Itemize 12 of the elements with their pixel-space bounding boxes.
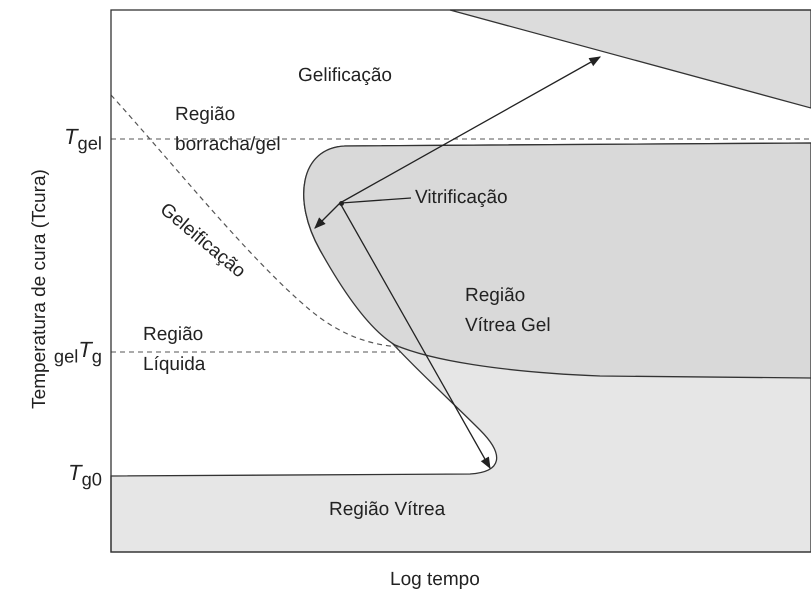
tick-label: T$_{gel}$ xyxy=(63,123,102,156)
region-label: Região Vítrea xyxy=(329,498,446,522)
region-label: Gelificação xyxy=(298,64,392,88)
region-label: Região Líquida xyxy=(143,323,206,377)
region-label: Região borracha/gel xyxy=(175,103,282,157)
leader-line xyxy=(342,197,412,204)
region-label: Região Vítrea Gel xyxy=(465,284,552,338)
axis-title: Temperatura de cura (Tcura) xyxy=(28,168,51,411)
tick-label: T$_{g0}$ xyxy=(67,459,102,492)
vertex-point xyxy=(338,200,344,206)
axis-title: Log tempo xyxy=(390,568,480,592)
curve-label: Vitrificação xyxy=(415,183,508,213)
